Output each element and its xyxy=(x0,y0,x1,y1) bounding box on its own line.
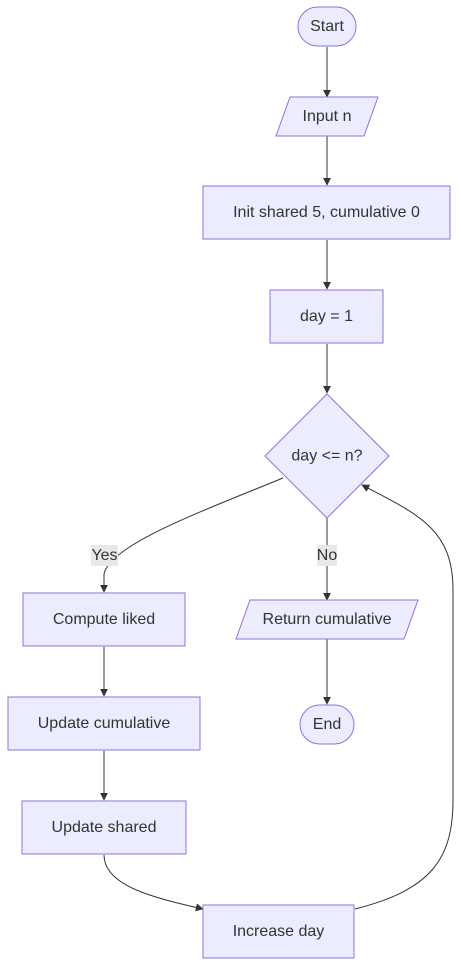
node-end-text: End xyxy=(313,716,341,733)
edge-label-no: No xyxy=(317,545,338,566)
node-start-text: Start xyxy=(310,18,344,35)
node-update-cumulative-text: Update cumulative xyxy=(38,715,171,732)
node-init: Init shared 5, cumulative 0 xyxy=(202,185,451,240)
node-input-n: Input n xyxy=(275,96,379,137)
node-init-text: Init shared 5, cumulative 0 xyxy=(233,204,420,221)
node-input-n-text: Input n xyxy=(303,108,352,125)
node-compute-liked-text: Compute liked xyxy=(53,611,155,628)
node-return-cumulative: Return cumulative xyxy=(235,599,419,640)
node-start: Start xyxy=(297,6,357,47)
node-compute-liked: Compute liked xyxy=(22,592,186,647)
node-update-shared: Update shared xyxy=(21,800,187,855)
node-increase-day: Increase day xyxy=(202,904,355,959)
edge-label-no-text: No xyxy=(317,547,338,564)
edge-label-yes-text: Yes xyxy=(91,547,117,564)
edges xyxy=(100,47,454,912)
node-update-cumulative: Update cumulative xyxy=(7,696,201,751)
node-day-init-text: day = 1 xyxy=(300,308,353,325)
node-day-init: day = 1 xyxy=(269,289,384,344)
node-return-cumulative-text: Return cumulative xyxy=(263,611,392,628)
node-increase-day-text: Increase day xyxy=(233,923,325,940)
node-update-shared-text: Update shared xyxy=(52,819,157,836)
node-condition: day <= n? xyxy=(264,393,390,519)
node-condition-text: day <= n? xyxy=(291,448,362,465)
edge-increase-day-loop-back xyxy=(354,484,454,910)
edge-condition-yes xyxy=(100,477,284,593)
edge-label-yes: Yes xyxy=(91,545,118,566)
edge-update-shared-to-increase-day xyxy=(103,854,204,912)
node-end: End xyxy=(299,704,355,745)
